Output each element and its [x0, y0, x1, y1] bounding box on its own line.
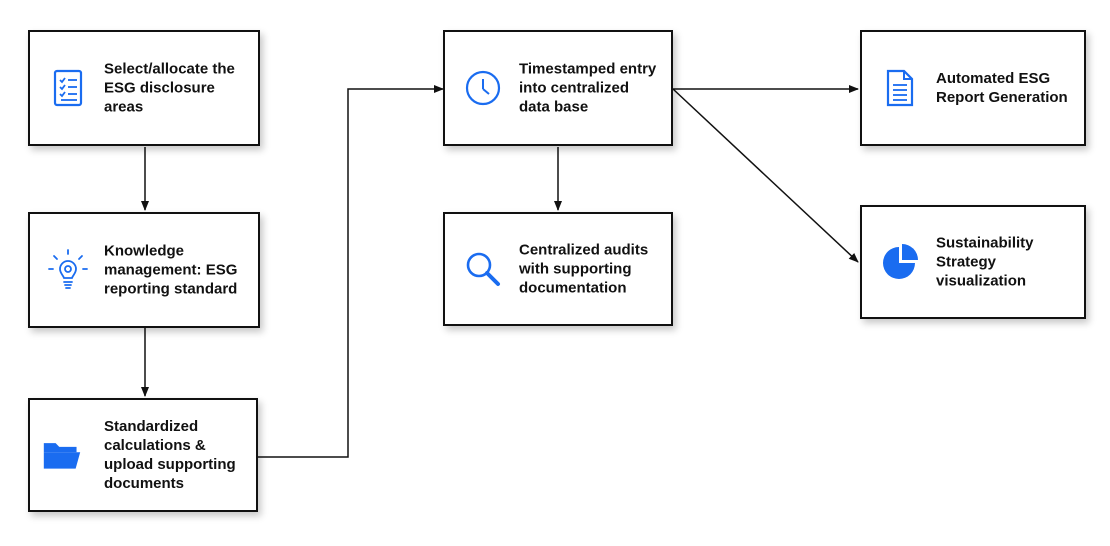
- arrow-timestamped-to-visualization: [672, 88, 859, 263]
- clock-icon: [463, 68, 503, 108]
- pie-chart-icon: [880, 242, 920, 282]
- node-knowledge-management[interactable]: Knowledge management: ESG reporting stan…: [28, 212, 260, 328]
- node-timestamped-entry[interactable]: Timestamped entry into centralized data …: [443, 30, 673, 146]
- node-select-disclosure-areas[interactable]: Select/allocate the ESG disclosure areas: [28, 30, 260, 146]
- magnifier-icon: [463, 249, 503, 289]
- node-label: Sustainability Strategy visualization: [936, 234, 1034, 290]
- lightbulb-gear-icon: [48, 249, 88, 290]
- node-label: Select/allocate the ESG disclosure areas: [104, 60, 235, 116]
- node-label: Standardized calculations & upload suppo…: [104, 418, 236, 492]
- node-centralized-audits[interactable]: Centralized audits with supporting docum…: [443, 212, 673, 326]
- checklist-icon: [48, 68, 88, 108]
- node-label: Timestamped entry into centralized data …: [519, 60, 657, 116]
- node-standardized-calculations[interactable]: Standardized calculations & upload suppo…: [28, 398, 258, 512]
- node-label: Knowledge management: ESG reporting stan…: [104, 242, 238, 298]
- node-label: Centralized audits with supporting docum…: [519, 241, 649, 297]
- node-label: Automated ESG Report Generation: [936, 70, 1068, 106]
- folder-icon: [42, 435, 82, 475]
- document-icon: [880, 68, 920, 108]
- arrow-standardized-to-timestamped: [257, 85, 444, 458]
- node-automated-report[interactable]: Automated ESG Report Generation: [860, 30, 1086, 146]
- node-strategy-visualization[interactable]: Sustainability Strategy visualization: [860, 205, 1086, 319]
